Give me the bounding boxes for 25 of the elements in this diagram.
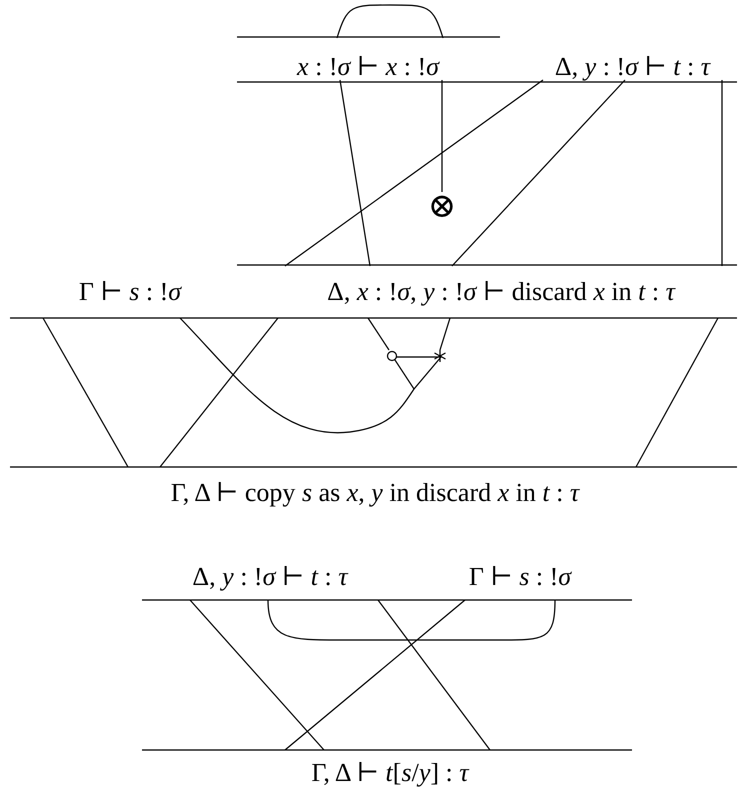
wire-line <box>180 318 414 434</box>
sequent-text: Δ, x : !σ, y : !σ ⊢ discard x in t : τ <box>327 279 675 305</box>
wire-line <box>721 80 723 266</box>
wire-line <box>439 318 451 350</box>
wire-line <box>339 80 371 266</box>
wire-line <box>441 80 443 192</box>
wire-line <box>284 80 544 266</box>
wire-line <box>336 4 444 38</box>
wire-line <box>452 80 626 266</box>
sequent-text: Δ, y : !σ ⊢ t : τ <box>554 54 710 80</box>
wire-line <box>284 600 466 750</box>
wire-line <box>368 318 390 350</box>
sequent-text: x : !σ ⊢ x : !σ <box>297 54 439 80</box>
wire-line <box>635 318 719 468</box>
sequent-text: Γ ⊢ s : !σ <box>468 564 572 590</box>
wire-line <box>378 600 490 750</box>
sequent-text: Γ, Δ ⊢ t[s/y] : τ <box>311 760 469 786</box>
sequent-text: Δ, y : !σ ⊢ t : τ <box>192 564 348 590</box>
sequent-text: Γ, Δ ⊢ copy s as x, y in discard x in t : τ <box>170 480 580 506</box>
tensor-symbol: ⊗ <box>428 190 456 224</box>
wire-line <box>267 600 556 641</box>
sequent-text: Γ ⊢ s : !σ <box>78 279 182 305</box>
wire-line <box>160 318 278 468</box>
wire-line <box>190 600 324 750</box>
wire-line <box>42 318 129 468</box>
